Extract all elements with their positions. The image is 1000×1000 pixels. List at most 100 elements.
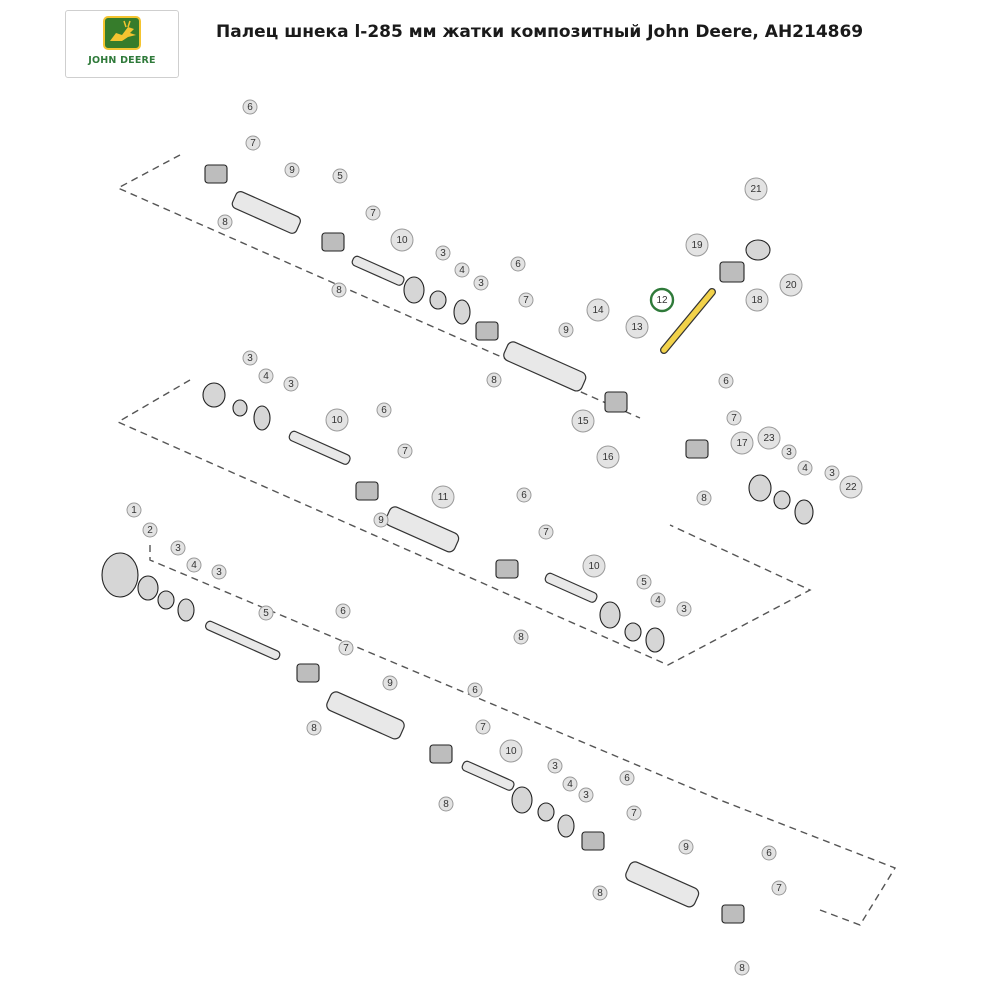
callout-circle [245, 135, 261, 151]
callout-number: 4 [263, 371, 269, 382]
callout-number: 8 [701, 493, 707, 504]
callout-number: 6 [515, 259, 521, 270]
callout-circle [186, 557, 202, 573]
callout-8f: 8 [306, 720, 322, 736]
callout-number: 4 [567, 779, 573, 790]
callout-number: 3 [216, 567, 222, 578]
callout-number: 3 [288, 379, 294, 390]
callout-circle [467, 682, 483, 698]
callout-6h: 6 [619, 770, 635, 786]
callout-number: 4 [191, 560, 197, 571]
callout-circle [757, 426, 781, 450]
callout-8h: 8 [592, 885, 608, 901]
callout-number: 4 [655, 595, 661, 606]
callout-number: 10 [588, 561, 600, 572]
callout-circle [142, 522, 158, 538]
callout-7b: 7 [365, 205, 381, 221]
callout-number: 23 [763, 433, 775, 444]
callout-number: 3 [583, 790, 589, 801]
callout-1: 1 [126, 502, 142, 518]
callout-circle [242, 99, 258, 115]
callout-circle [745, 288, 769, 312]
callout-number: 3 [786, 447, 792, 458]
callout-number: 7 [543, 527, 549, 538]
logo-wordmark: JOHN DEERE [88, 55, 156, 66]
callout-circle [331, 282, 347, 298]
callout-4b: 4 [797, 460, 813, 476]
callout-circle [596, 445, 620, 469]
callout-4e: 4 [186, 557, 202, 573]
callout-circle [325, 408, 349, 432]
callout-circle [217, 214, 233, 230]
callout-circle [771, 880, 787, 896]
callout-number: 8 [491, 375, 497, 386]
callout-8i: 8 [734, 960, 750, 976]
callout-number: 6 [381, 405, 387, 416]
callout-number: 4 [459, 265, 465, 276]
callout-number: 7 [370, 208, 376, 219]
callout-12: 12 [649, 287, 675, 313]
callout-number: 20 [785, 280, 797, 291]
callout-number: 7 [776, 883, 782, 894]
callout-number: 9 [289, 165, 295, 176]
callout-circle [562, 776, 578, 792]
callout-3h: 3 [170, 540, 186, 556]
callout-circle [626, 805, 642, 821]
callout-number: 8 [222, 217, 228, 228]
callout-circle [473, 275, 489, 291]
callout-circle [718, 373, 734, 389]
callout-number: 3 [247, 353, 253, 364]
callout-number: 9 [683, 842, 689, 853]
callout-number: 3 [478, 278, 484, 289]
callout-circle [779, 273, 803, 297]
callout-number: 6 [472, 685, 478, 696]
callout-number: 2 [147, 525, 153, 536]
callout-circle [382, 675, 398, 691]
callout-3i: 3 [211, 564, 227, 580]
callout-5c: 5 [258, 605, 274, 621]
callout-number: 6 [340, 606, 346, 617]
callout-circle [365, 205, 381, 221]
callout-circle [390, 228, 414, 252]
callout-number: 17 [736, 438, 748, 449]
callout-10a: 10 [390, 228, 414, 252]
callout-5b: 5 [636, 574, 652, 590]
callout-7h: 7 [475, 719, 491, 735]
callout-15: 15 [571, 409, 595, 433]
callout-number: 8 [739, 963, 745, 974]
callout-circle [376, 402, 392, 418]
callout-21: 21 [744, 177, 768, 201]
callout-number: 3 [552, 761, 558, 772]
callout-8d: 8 [696, 490, 712, 506]
callout-circle [734, 960, 750, 976]
callout-circle [696, 490, 712, 506]
callout-5a: 5 [332, 168, 348, 184]
callout-4a: 4 [454, 262, 470, 278]
callout-3j: 3 [547, 758, 563, 774]
callout-number: 18 [751, 295, 763, 306]
callout-4c: 4 [258, 368, 274, 384]
callout-circle [592, 885, 608, 901]
callout-17: 17 [730, 431, 754, 455]
callout-number: 7 [631, 808, 637, 819]
callout-circle [685, 233, 709, 257]
callout-number: 5 [337, 171, 343, 182]
callout-6g: 6 [467, 682, 483, 698]
callout-circle [824, 465, 840, 481]
callout-circle [761, 845, 777, 861]
callout-circle [499, 739, 523, 763]
callout-number: 6 [723, 376, 729, 387]
callout-11: 11 [431, 485, 455, 509]
callout-10c: 10 [582, 554, 606, 578]
callout-7f: 7 [538, 524, 554, 540]
callout-number: 7 [343, 643, 349, 654]
callout-circle [486, 372, 502, 388]
callout-number: 8 [311, 723, 317, 734]
callout-number: 12 [656, 295, 668, 306]
callout-number: 9 [563, 325, 569, 336]
callout-circle [744, 177, 768, 201]
callout-16: 16 [596, 445, 620, 469]
callout-circle [650, 592, 666, 608]
callout-circle [578, 787, 594, 803]
